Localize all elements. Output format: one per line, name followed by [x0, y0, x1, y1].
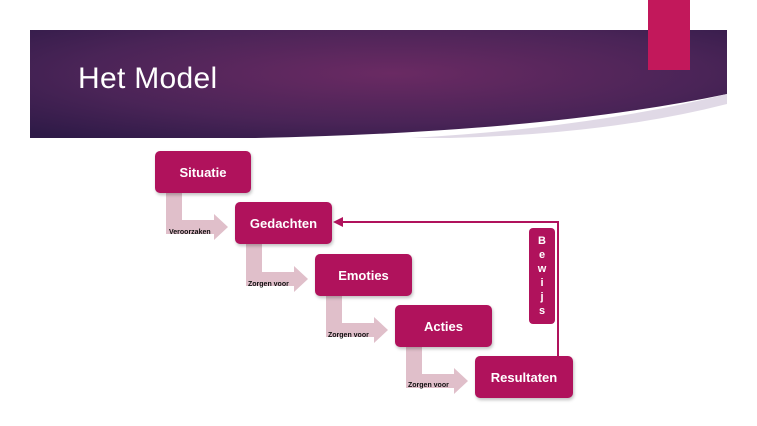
connector-arrow-veroorzaken	[166, 192, 228, 240]
bewijs-letter: B	[538, 235, 546, 247]
node-acties: Acties	[395, 305, 492, 347]
node-label-resultaten: Resultaten	[490, 369, 558, 385]
node-gedachten: Gedachten	[235, 202, 332, 244]
node-resultaten: Resultaten	[475, 356, 573, 398]
node-situatie: Situatie	[155, 151, 251, 193]
connector-label-zorgen-voor-2: Zorgen voor	[328, 332, 369, 339]
slide-title: Het Model	[78, 62, 218, 95]
connector-label-zorgen-voor-3: Zorgen voor	[408, 382, 449, 389]
bewijs-letter: j	[540, 291, 544, 303]
node-label-situatie: Situatie	[179, 164, 227, 180]
bewijs-letter: s	[538, 305, 546, 317]
bewijs-letter: i	[540, 277, 544, 289]
connector-arrow-zorgen-voor-2	[326, 295, 388, 343]
bewijs-letter: e	[538, 249, 546, 261]
connector-label-zorgen-voor-1: Zorgen voor	[248, 281, 289, 288]
connector-label-veroorzaken: Veroorzaken	[169, 229, 211, 236]
node-emoties: Emoties	[315, 254, 412, 296]
connector-arrow-zorgen-voor-3	[406, 346, 468, 394]
node-label-gedachten: Gedachten	[249, 215, 318, 231]
accent-bar	[648, 0, 690, 70]
feedback-label-bewijs: B e w i j s	[529, 228, 555, 324]
node-label-emoties: Emoties	[338, 267, 389, 283]
banner-background	[30, 30, 727, 138]
title-banner	[30, 30, 727, 138]
node-label-acties: Acties	[423, 318, 464, 334]
connector-arrow-zorgen-voor-1	[246, 244, 308, 292]
bewijs-letter: w	[537, 263, 547, 275]
